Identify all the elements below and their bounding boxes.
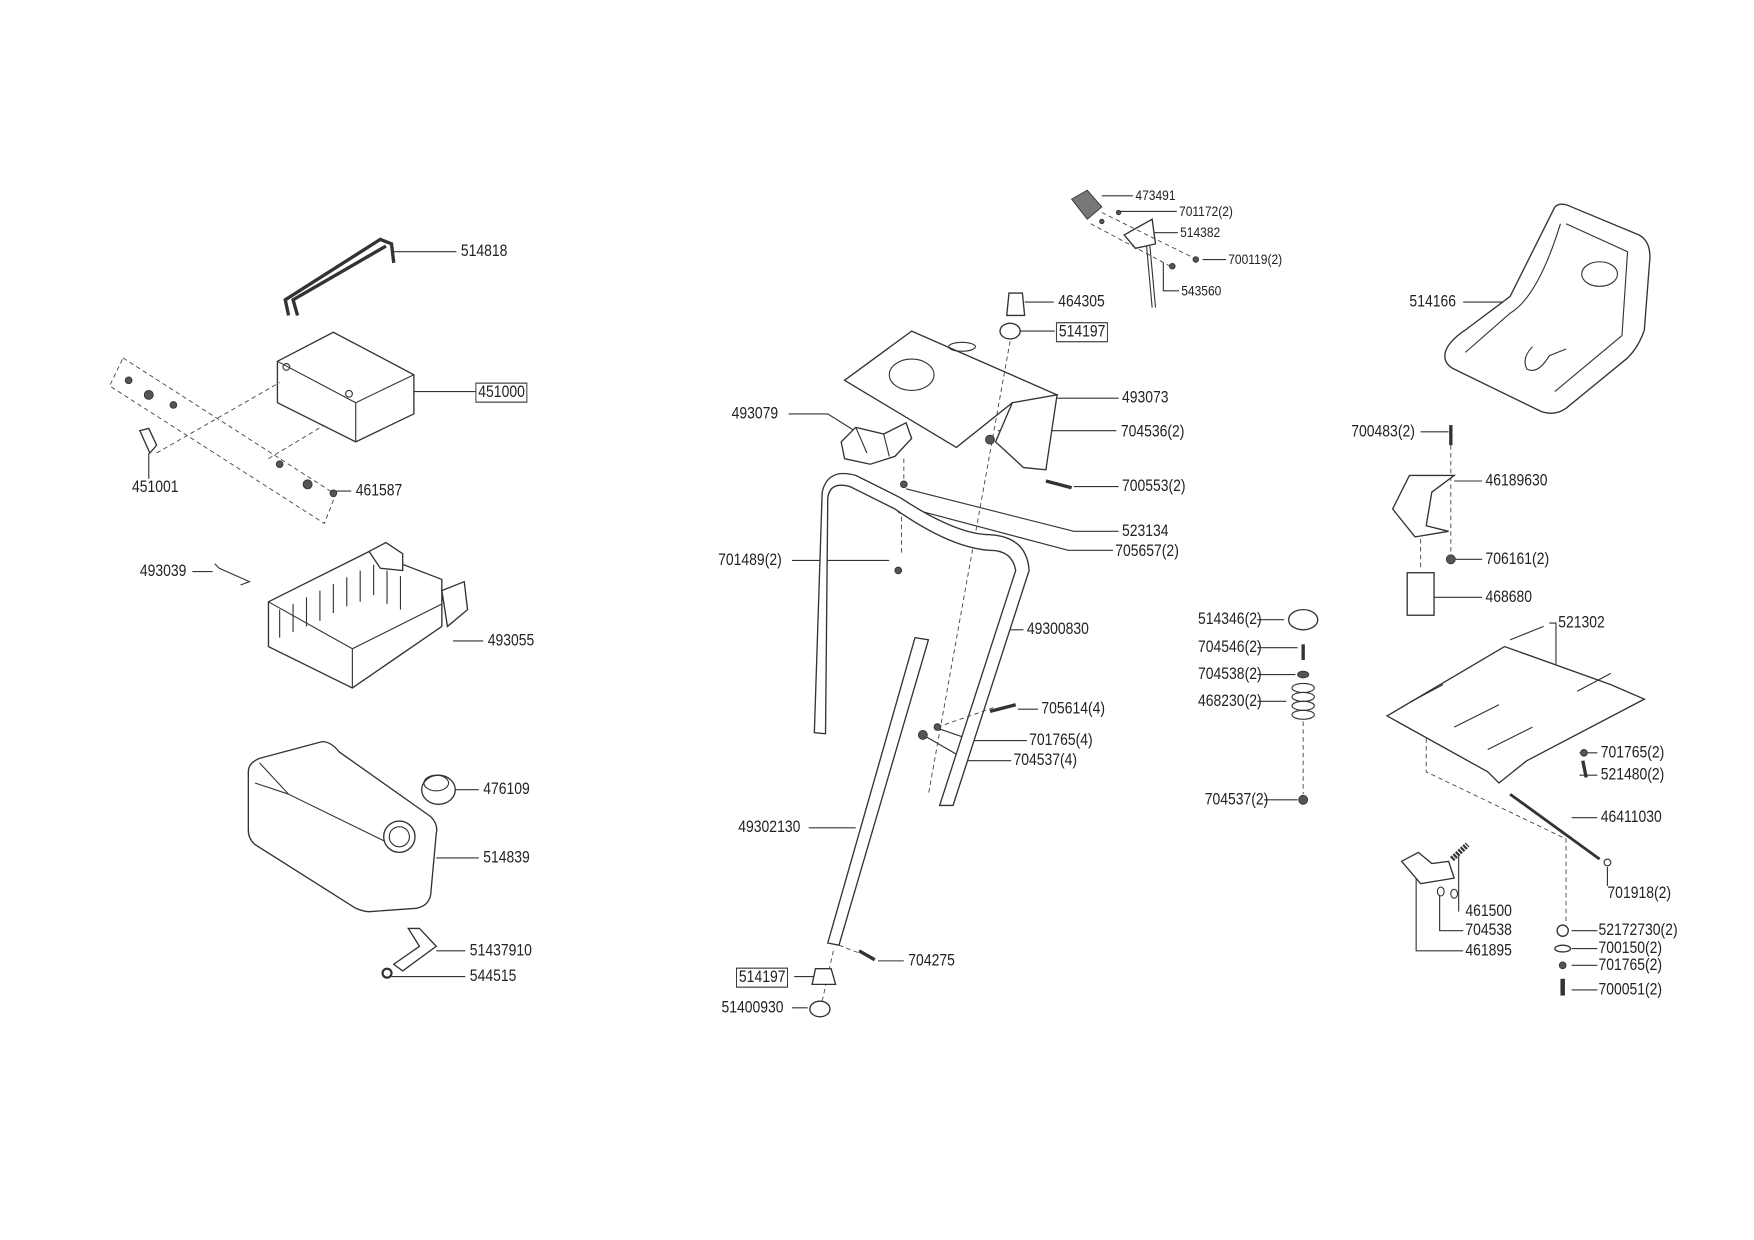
bearing-bottom <box>811 968 837 986</box>
battery-tray <box>267 541 469 689</box>
callout-704537-4: 704537(4) <box>1013 751 1078 770</box>
seat-plate <box>1385 625 1646 784</box>
seat-rod <box>1509 793 1601 861</box>
callout-514166: 514166 <box>1409 293 1456 311</box>
fuel-tank <box>247 740 438 913</box>
callout-514818: 514818 <box>460 242 508 261</box>
callout-461587: 461587 <box>355 482 403 501</box>
bearing-top <box>999 322 1021 340</box>
callout-705614: 705614(4) <box>1041 700 1106 719</box>
callout-700119: 700119(2) <box>1228 251 1283 268</box>
callout-464305: 464305 <box>1058 293 1105 311</box>
battery <box>276 331 415 443</box>
tube-bolt <box>989 703 1017 714</box>
callout-476109: 476109 <box>483 780 530 799</box>
callout-493055: 493055 <box>487 632 535 650</box>
callout-700150: 700150(2) <box>1598 939 1663 958</box>
hose-clamp <box>381 967 393 979</box>
callout-46411030: 46411030 <box>1600 808 1662 827</box>
callout-701918: 701918(2) <box>1607 884 1672 903</box>
callout-51437910: 51437910 <box>469 941 532 960</box>
callout-523134: 523134 <box>1121 522 1169 541</box>
callout-493039: 493039 <box>139 562 187 581</box>
callout-451001: 451001 <box>131 478 179 497</box>
callout-473491: 473491 <box>1135 187 1176 204</box>
callout-543560: 543560 <box>1181 283 1222 299</box>
callout-46189630: 46189630 <box>1485 472 1548 490</box>
callout-468230: 468230(2) <box>1198 692 1262 711</box>
handle-frame <box>813 472 1030 807</box>
seat-latch-assembly <box>1400 842 1470 899</box>
seat-hardware-stack <box>1554 749 1612 996</box>
fuel-hose <box>392 927 438 972</box>
callout-51400930: 51400930 <box>721 998 784 1017</box>
callout-701765-seat-a: 701765(2) <box>1600 743 1665 762</box>
callout-493073: 493073 <box>1121 389 1169 408</box>
callout-706161: 706161(2) <box>1485 550 1550 569</box>
callout-521480: 521480(2) <box>1600 766 1665 785</box>
callout-700483: 700483(2) <box>1351 422 1415 441</box>
callout-544515: 544515 <box>469 967 517 986</box>
callout-701172: 701172(2) <box>1179 203 1233 220</box>
battery-strap <box>283 237 396 316</box>
bushing-top <box>1005 292 1026 317</box>
callout-700553: 700553(2) <box>1121 477 1186 496</box>
seat-switch-assembly <box>1391 425 1457 616</box>
holder-bracket <box>840 421 913 465</box>
callout-514839: 514839 <box>483 849 530 867</box>
tank-cap <box>421 774 456 805</box>
callout-468680: 468680 <box>1485 588 1533 607</box>
callout-52172730: 52172730(2) <box>1598 921 1678 940</box>
column-pin <box>858 949 876 962</box>
callout-514197-top: 514197 <box>1055 322 1109 343</box>
seat <box>1444 203 1651 414</box>
callout-461500: 461500 <box>1465 902 1512 921</box>
callout-704537-2: 704537(2) <box>1204 790 1269 809</box>
callout-700051: 700051(2) <box>1598 981 1663 999</box>
callout-705657: 705657(2) <box>1115 542 1179 561</box>
callout-493079: 493079 <box>731 404 779 423</box>
steering-column <box>826 636 930 946</box>
steering-gear <box>809 1000 831 1018</box>
callout-521302: 521302 <box>1558 614 1605 633</box>
plate-bolt <box>1045 479 1073 490</box>
dash-plate <box>843 330 1059 471</box>
callout-461895: 461895 <box>1465 941 1512 960</box>
callout-514346: 514346(2) <box>1198 610 1262 629</box>
callout-514382: 514382 <box>1180 224 1221 241</box>
battery-bolt-kit-outline <box>109 357 337 525</box>
callout-451000: 451000 <box>475 382 528 403</box>
callout-514197-bottom: 514197 <box>736 967 789 988</box>
terminal-cover <box>138 427 158 455</box>
steering-knob-assembly <box>1070 189 1200 308</box>
callout-704538-2: 704538(2) <box>1198 665 1262 684</box>
callout-49302130: 49302130 <box>738 818 801 837</box>
callout-701765-seat-b: 701765(2) <box>1598 956 1663 975</box>
callout-704538: 704538 <box>1465 921 1512 940</box>
callout-49300830: 49300830 <box>1026 620 1089 639</box>
callout-701489: 701489(2) <box>718 551 782 570</box>
callout-701765-4: 701765(4) <box>1029 731 1093 750</box>
tray-clip <box>214 563 251 586</box>
callout-704275: 704275 <box>908 951 955 970</box>
callout-704536: 704536(2) <box>1120 422 1185 441</box>
spring-assembly <box>1287 608 1319 805</box>
callout-704546: 704546(2) <box>1198 638 1262 657</box>
